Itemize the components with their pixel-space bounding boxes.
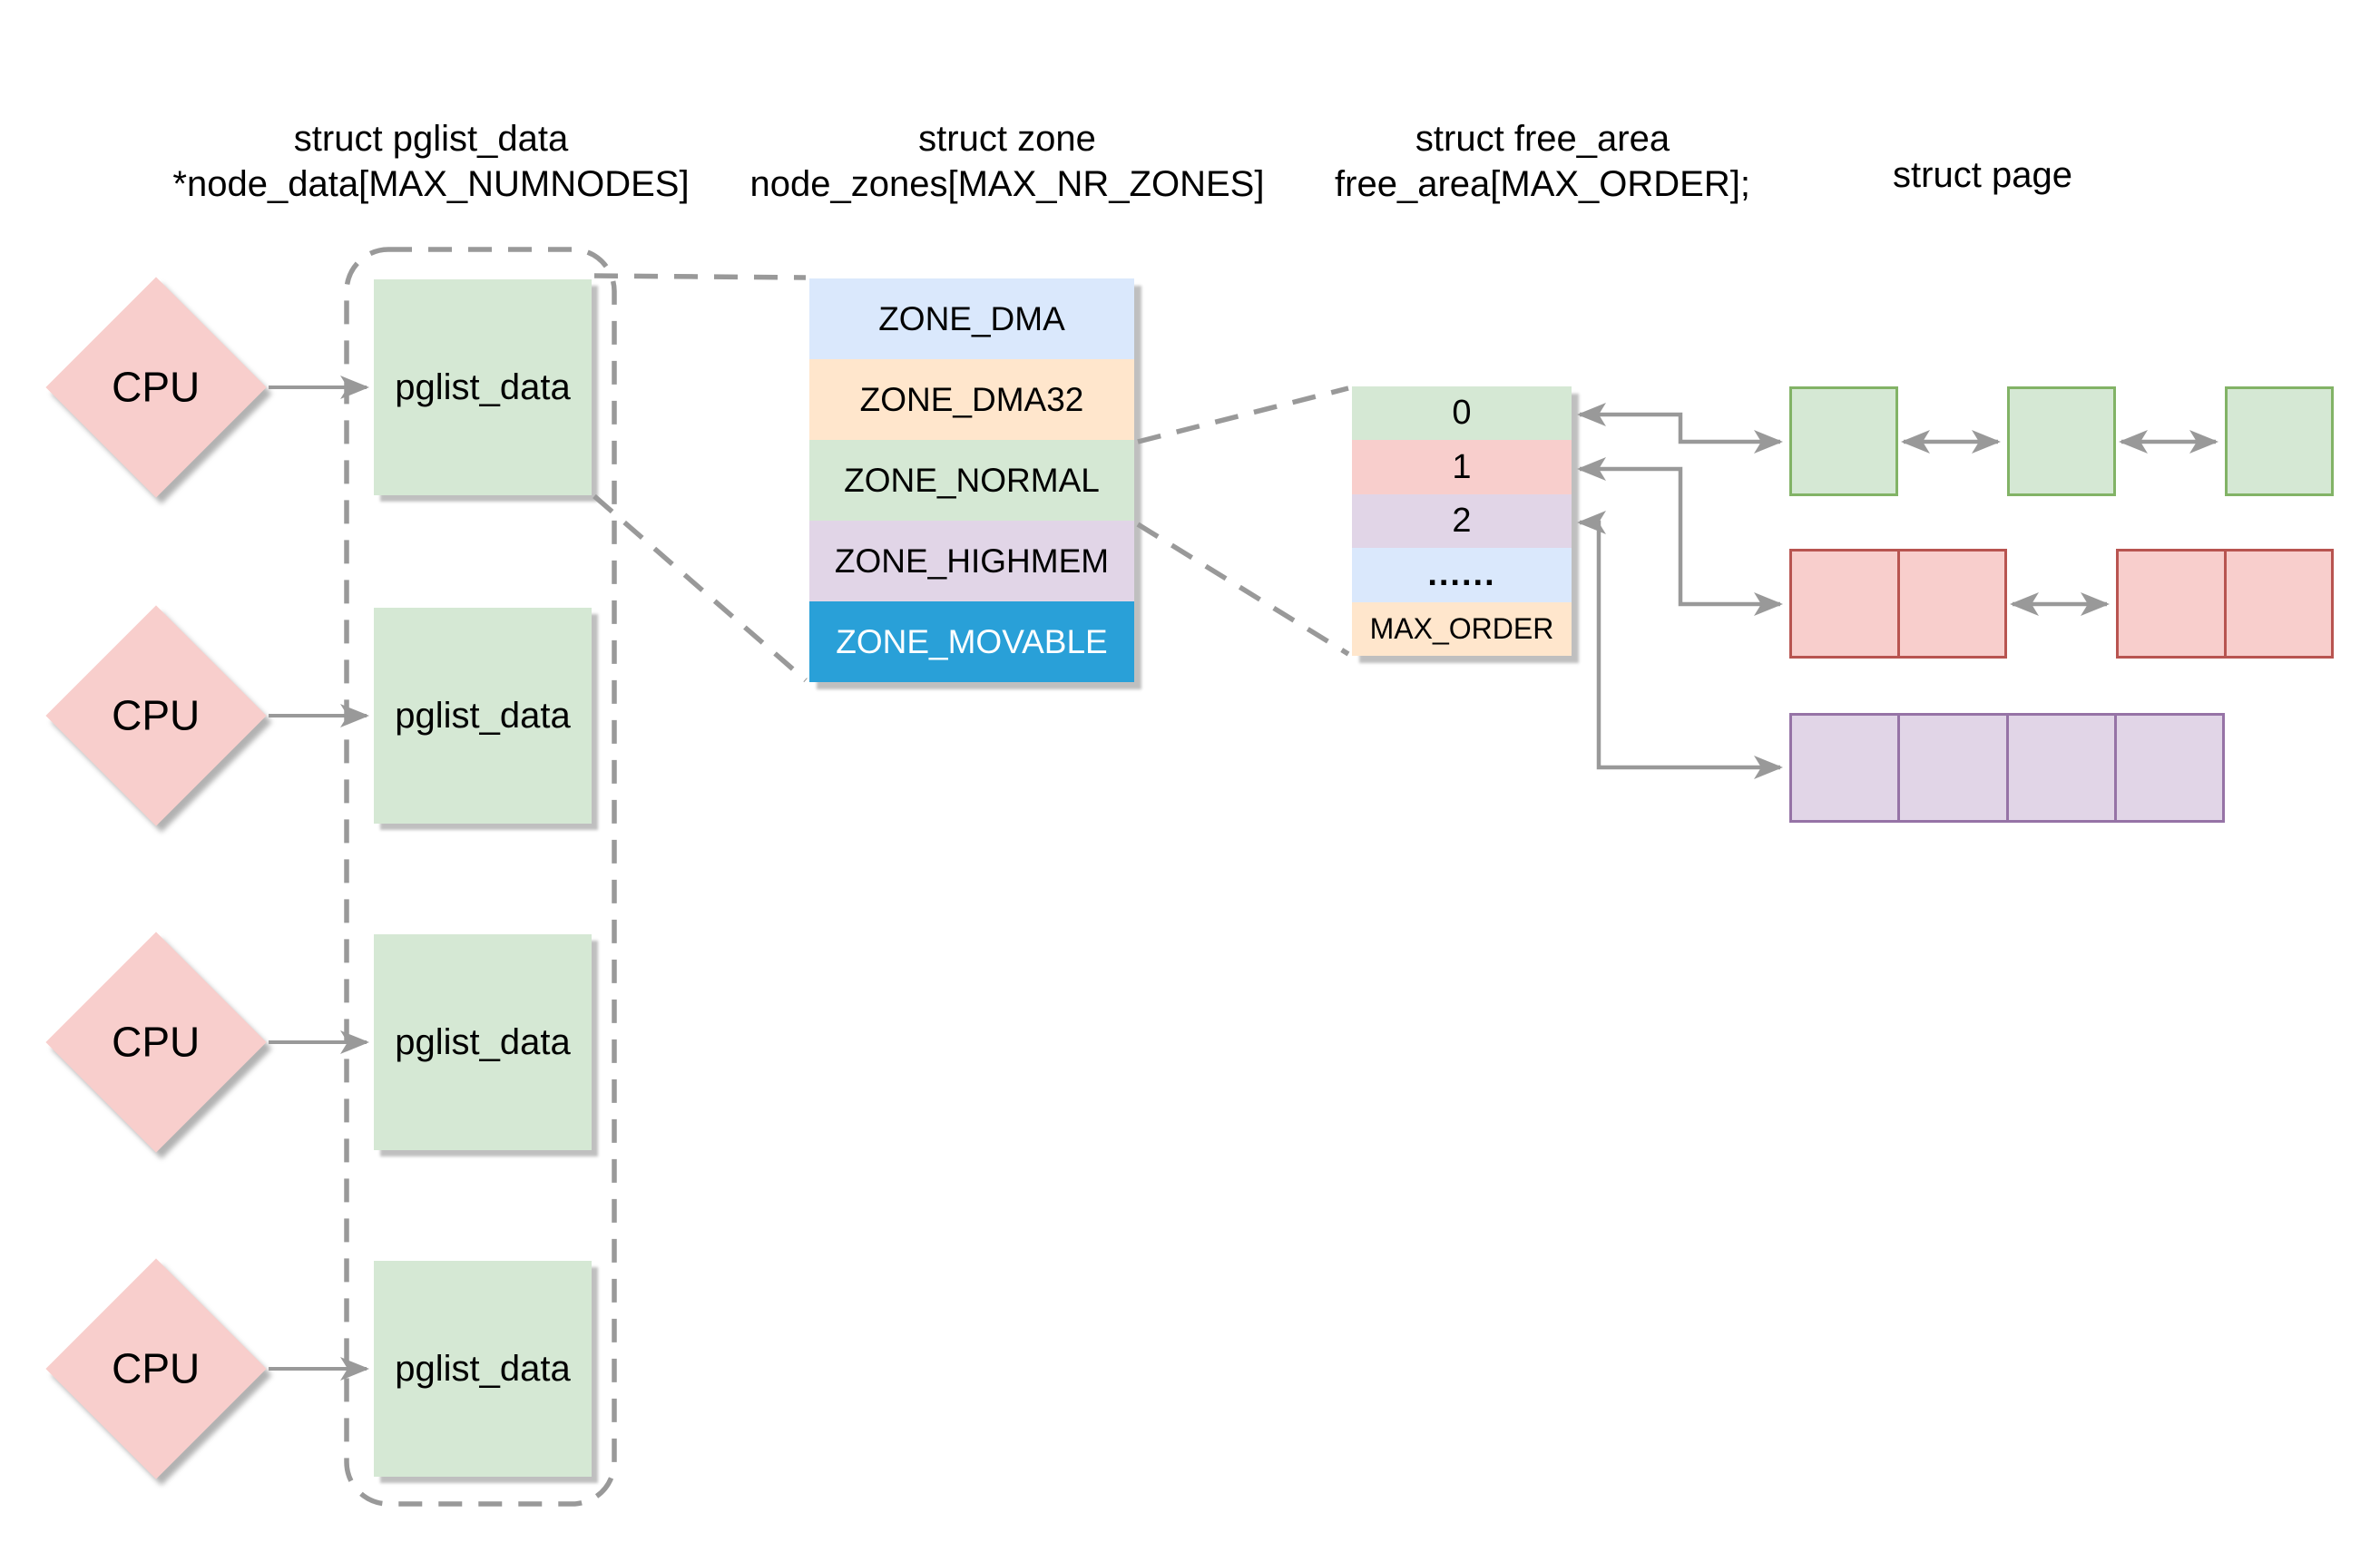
cpu-label: CPU bbox=[112, 1345, 201, 1392]
cpu-diamond-4: CPU bbox=[45, 1258, 267, 1479]
header-pglist-line2: *node_data[MAX_NUMNODES] bbox=[172, 164, 690, 204]
page-cell bbox=[2005, 716, 2114, 820]
page-block-order0-2 bbox=[2007, 386, 2116, 496]
header-zone-line1: struct zone bbox=[918, 119, 1096, 159]
page-block-order0-3 bbox=[2225, 386, 2334, 496]
cpu-diamond-1: CPU bbox=[45, 277, 267, 498]
zone-row-zone-highmem: ZONE_HIGHMEM bbox=[809, 521, 1134, 601]
cpu-diamond-shape: CPU bbox=[45, 605, 267, 826]
header-free-area-line2: free_area[MAX_ORDER]; bbox=[1335, 164, 1750, 204]
connector-freearea1-to-order1-pages bbox=[1577, 457, 1783, 616]
page-block-order2-1 bbox=[1789, 713, 2225, 823]
free-area-row-ellipsis: ...... bbox=[1352, 548, 1572, 602]
header-free-area-line1: struct free_area bbox=[1415, 119, 1670, 159]
page-block-order1-1 bbox=[1789, 549, 2007, 659]
page-cell bbox=[1896, 551, 2005, 656]
pglist-data-box-2: pglist_data bbox=[374, 608, 592, 824]
header-struct-zone: struct zone node_zones[MAX_NR_ZONES] bbox=[750, 116, 1265, 207]
page-block-order0-1 bbox=[1789, 386, 1898, 496]
zone-row-zone-dma32: ZONE_DMA32 bbox=[809, 359, 1134, 440]
page-cell bbox=[1792, 389, 1895, 493]
cpu-diamond-shape: CPU bbox=[45, 932, 267, 1153]
dashed-zone-to-freearea-top bbox=[1137, 386, 1349, 444]
free-area-row-0: 0 bbox=[1352, 386, 1572, 441]
free-area-row-2: 2 bbox=[1352, 493, 1572, 549]
cpu-label: CPU bbox=[112, 692, 201, 739]
dashed-zone-to-freearea-bottom bbox=[1136, 522, 1350, 657]
page-block-order1-2 bbox=[2116, 549, 2334, 659]
free-area-row-1: 1 bbox=[1352, 440, 1572, 494]
cpu-label: CPU bbox=[112, 364, 201, 411]
zone-row-zone-movable: ZONE_MOVABLE bbox=[809, 601, 1134, 682]
page-cell bbox=[2113, 716, 2222, 820]
dashed-pglist-to-zone-bottom bbox=[593, 493, 808, 683]
zone-row-zone-dma: ZONE_DMA bbox=[809, 278, 1134, 359]
page-cell bbox=[1792, 551, 1897, 656]
dashed-pglist-to-zone-top bbox=[593, 273, 807, 280]
cpu-diamond-3: CPU bbox=[45, 932, 267, 1153]
free-area-row-max-order: MAX_ORDER bbox=[1352, 601, 1572, 656]
header-page-line1: struct page bbox=[1893, 155, 2072, 195]
zone-stack: ZONE_DMA ZONE_DMA32 ZONE_NORMAL ZONE_HIG… bbox=[809, 278, 1134, 682]
page-cell bbox=[1897, 716, 2005, 820]
zone-row-zone-normal: ZONE_NORMAL bbox=[809, 440, 1134, 521]
pglist-data-box-3: pglist_data bbox=[374, 934, 592, 1150]
cpu-diamond-shape: CPU bbox=[45, 1258, 267, 1479]
header-struct-page: struct page bbox=[1893, 152, 2072, 198]
header-struct-free-area: struct free_area free_area[MAX_ORDER]; bbox=[1335, 116, 1750, 207]
page-cell bbox=[2119, 551, 2224, 656]
page-cell bbox=[2228, 389, 2331, 493]
connector-freearea2-to-order2-pages bbox=[1577, 511, 1783, 779]
cpu-diamond-2: CPU bbox=[45, 605, 267, 826]
header-struct-pglist-data: struct pglist_data *node_data[MAX_NUMNOD… bbox=[172, 116, 689, 207]
header-zone-line2: node_zones[MAX_NR_ZONES] bbox=[749, 164, 1265, 204]
page-cell bbox=[2010, 389, 2113, 493]
header-pglist-line1: struct pglist_data bbox=[293, 119, 569, 159]
page-cell bbox=[2223, 551, 2332, 656]
page-cell bbox=[1792, 716, 1897, 820]
free-area-table: 0 1 2 ...... MAX_ORDER bbox=[1352, 386, 1572, 656]
cpu-label: CPU bbox=[112, 1019, 201, 1066]
connector-freearea0-to-order0-pages bbox=[1577, 403, 1783, 454]
pglist-data-box-1: pglist_data bbox=[374, 279, 592, 495]
pglist-data-box-4: pglist_data bbox=[374, 1261, 592, 1477]
cpu-diamond-shape: CPU bbox=[45, 277, 267, 498]
